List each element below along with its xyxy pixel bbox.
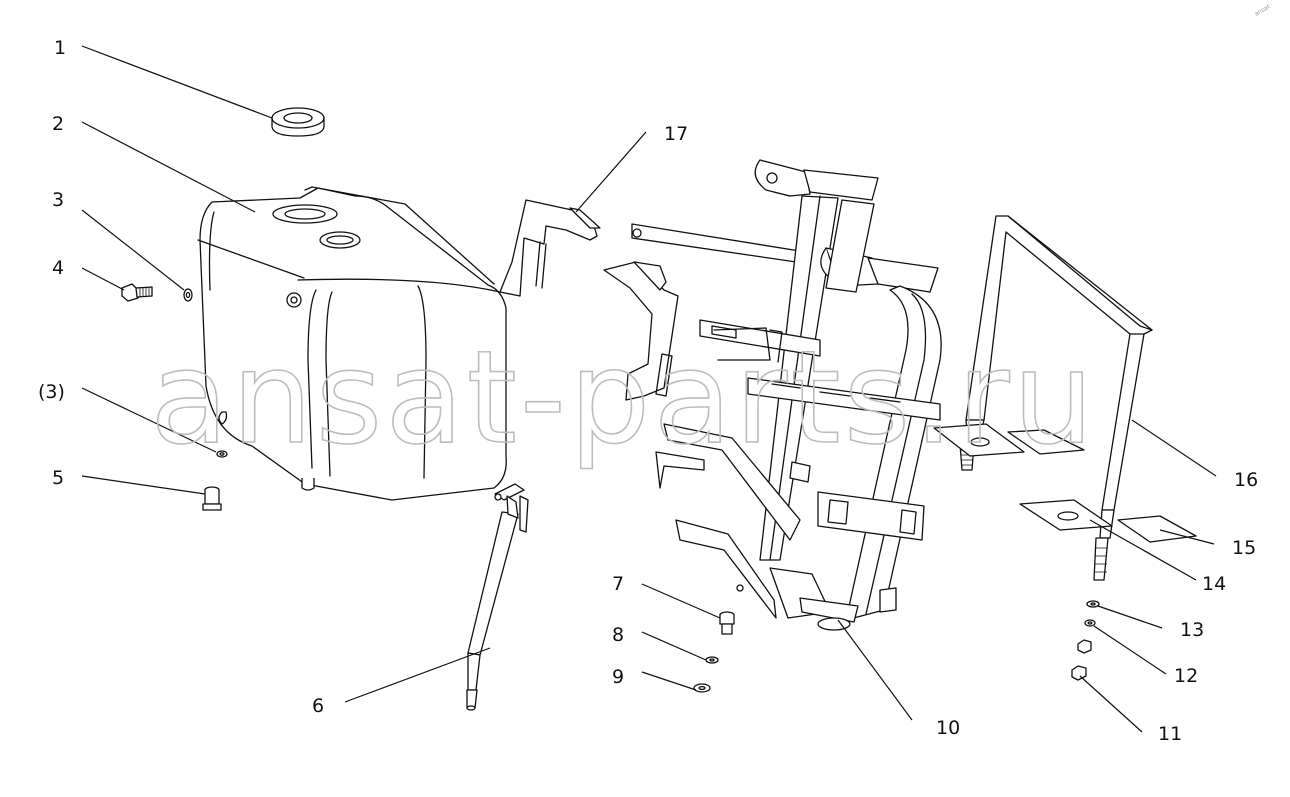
part-bolt-5 xyxy=(202,486,222,511)
callout-16: 16 xyxy=(1234,469,1258,491)
callout-14: 14 xyxy=(1202,573,1226,595)
leader-lines xyxy=(81,45,1217,733)
callout-10: 10 xyxy=(936,717,960,739)
part-bolt-7 xyxy=(719,611,735,635)
part-washer-13 xyxy=(1086,600,1100,608)
part-washer-12 xyxy=(1084,619,1096,627)
callout-5: 5 xyxy=(52,467,64,489)
watermark: ansat-parts.ru xyxy=(150,324,1097,473)
callout-2: 2 xyxy=(52,113,64,135)
callout-9: 9 xyxy=(612,666,624,688)
callout-1: 1 xyxy=(54,37,66,59)
part-fuel-pickup-6 xyxy=(466,483,529,711)
callout-17: 17 xyxy=(664,123,688,145)
callout-13: 13 xyxy=(1180,619,1204,641)
part-filler-cap xyxy=(271,107,325,137)
callout-labels: 1 2 3 4 (3) 5 6 7 8 9 10 11 12 13 14 15 … xyxy=(38,37,1258,745)
part-bolt-4 xyxy=(121,283,153,302)
part-bracket-17 xyxy=(499,199,601,297)
callout-3b: (3) xyxy=(38,381,65,403)
part-pads-14-15 xyxy=(933,423,1197,543)
callout-3: 3 xyxy=(52,189,64,211)
corner-mark: ansat xyxy=(1254,3,1272,18)
callout-11: 11 xyxy=(1158,723,1182,745)
callout-6: 6 xyxy=(312,695,324,717)
part-washer-9 xyxy=(693,683,711,693)
callout-8: 8 xyxy=(612,624,624,646)
part-frame-10 xyxy=(631,159,942,631)
callout-4: 4 xyxy=(52,257,64,279)
callout-15: 15 xyxy=(1232,537,1256,559)
callout-12: 12 xyxy=(1174,665,1198,687)
part-washer-3b xyxy=(216,450,228,458)
part-washer-8 xyxy=(705,656,719,664)
part-washer-3 xyxy=(183,288,193,302)
part-left-bracket xyxy=(603,261,679,401)
callout-7: 7 xyxy=(612,573,624,595)
part-fuel-tank xyxy=(197,186,507,501)
part-nut-11 xyxy=(1071,665,1087,681)
part-nut-11a xyxy=(1077,639,1092,654)
